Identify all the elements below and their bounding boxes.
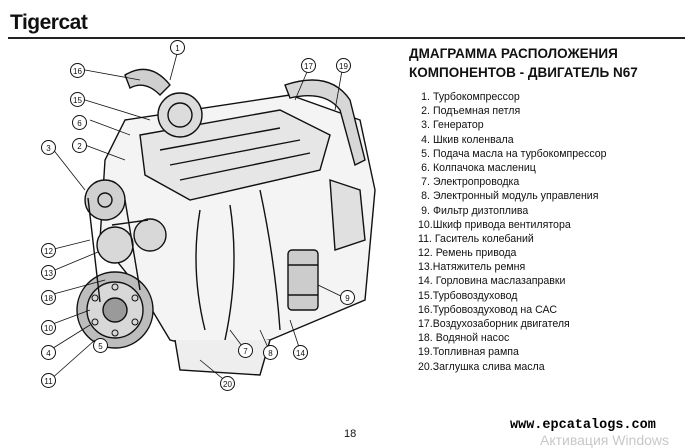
callout-8: 8 [263,345,278,360]
activation-watermark: Активация Windows [540,432,670,448]
legend-item: 8. Электронный модуль управления [421,190,599,203]
legend-item: 4. Шкив коленвала [421,133,514,146]
callout-15: 15 [70,92,85,107]
callout-20: 20 [220,376,235,391]
callout-9: 9 [340,290,355,305]
component-legend: 1. Турбокомпрессор 2. Подъемная петля 3.… [418,90,607,374]
legend-item: 12. Ремень привода [418,247,517,260]
header-rule [8,37,685,39]
callout-19: 19 [336,58,351,73]
callout-18: 18 [41,290,56,305]
callout-17: 17 [301,58,316,73]
legend-item: 7. Электропроводка [421,176,520,189]
legend-item: 14. Горловина маслазаправки [418,275,566,288]
legend-item: 5. Подача масла на турбокомпрессор [421,147,607,160]
legend-item: 15.Турбовоздуховод [418,289,518,302]
title-line-1: ДМАГРАММА РАСПОЛОЖЕНИЯ [409,46,618,61]
callout-7: 7 [238,343,253,358]
legend-item: 6. Колпачока маслениц [421,161,536,174]
callout-1: 1 [170,40,185,55]
legend-item: 19.Топливная рампа [418,346,519,359]
legend-item: 16.Турбовоздуховод на САС [418,303,557,316]
legend-item: 13.Натяжитель ремня [418,261,526,274]
site-url: www.epcatalogs.com [510,418,656,433]
page-number: 18 [344,428,357,440]
callout-13: 13 [41,265,56,280]
legend-item: 9. Фильтр дизтоплива [421,204,529,217]
legend-item: 10.Шкиф привода вентилятора [418,218,571,231]
callout-6: 6 [72,115,87,130]
callout-2: 2 [72,138,87,153]
callout-10: 10 [41,320,56,335]
legend-item: 17.Воздухозаборник двигателя [418,318,570,330]
callout-3: 3 [41,140,56,155]
legend-item: 18. Водяной насос [418,332,510,345]
callout-14: 14 [293,345,308,360]
title-line-2: КОМПОНЕНТОВ - ДВИГАТЕЛЬ N67 [409,65,638,80]
callout-16: 16 [70,63,85,78]
callout-4: 4 [41,345,56,360]
legend-item: 20.Заглушка слива масла [418,360,545,373]
legend-item: 2. Подъемная петля [421,105,521,118]
legend-item: 3. Генератор [421,119,484,132]
legend-item: 1. Турбокомпрессор [421,91,520,103]
callout-11: 11 [41,373,56,388]
page-title: ДМАГРАММА РАСПОЛОЖЕНИЯ КОМПОНЕНТОВ - ДВИ… [409,44,679,82]
engine-diagram [49,49,376,384]
legend-item: 11. Гаситель колебаний [418,232,534,245]
brand-logo: Tigercat [10,11,88,34]
callout-12: 12 [41,243,56,258]
callout-5: 5 [93,338,108,353]
